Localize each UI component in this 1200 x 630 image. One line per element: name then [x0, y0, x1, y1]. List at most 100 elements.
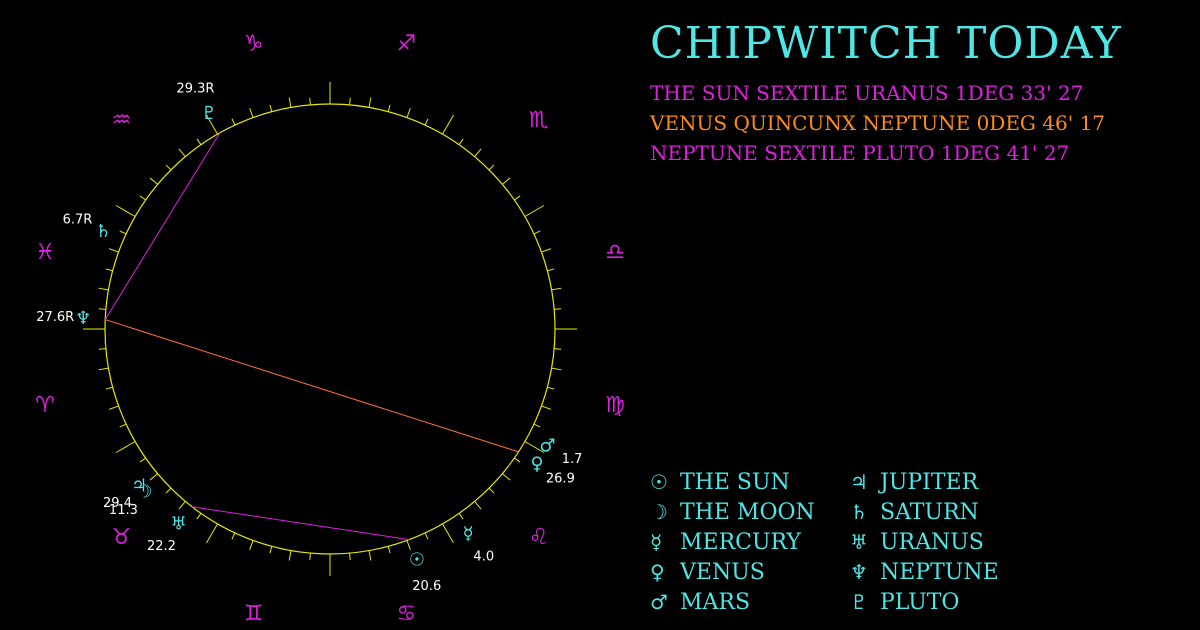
mercury-icon: ☿: [650, 530, 663, 554]
degree-tick: [249, 540, 254, 550]
sextile-aspect-line: [192, 506, 410, 541]
degree-tick: [269, 546, 273, 554]
mars-degree-label: 1.7: [562, 452, 583, 467]
degree-tick: [554, 308, 562, 310]
degree-tick: [98, 348, 106, 350]
degree-tick: [231, 118, 236, 126]
degree-tick: [98, 287, 109, 291]
legend-label: SATURN: [880, 500, 979, 525]
degree-tick: [105, 268, 113, 272]
degree-tick: [533, 423, 541, 428]
natal-wheel: ♈♉♊♋♌♍♎♏♐♑♒♓ ☉20.6☽11.3☿4.0♀26.9♂1.7♃29.…: [35, 32, 625, 627]
aquarius-icon: ♒: [112, 108, 132, 133]
degree-tick: [249, 108, 254, 118]
degree-tick: [502, 473, 511, 481]
quincunx-aspect-line: [105, 319, 519, 453]
degree-tick: [178, 501, 186, 510]
degree-tick: [368, 550, 372, 561]
degree-tick: [474, 148, 482, 157]
libra-icon: ♎: [605, 240, 625, 265]
legend-column-left: ☉THE SUN ☽THE MOON ☿MERCURY ♀VENUS ♂MARS: [650, 467, 815, 617]
degree-tick: [196, 513, 202, 520]
degree-tick: [551, 367, 562, 371]
degree-tick: [196, 138, 202, 145]
degree-tick: [206, 114, 218, 135]
legend-label: URANUS: [880, 530, 984, 555]
degree-tick: [551, 287, 562, 291]
degree-tick: [115, 205, 136, 217]
degree-tick: [387, 546, 391, 554]
degree-tick: [488, 487, 495, 494]
leo-icon: ♌: [529, 525, 549, 550]
uranus-icon: ♅: [850, 530, 868, 554]
degree-tick: [109, 405, 119, 410]
degree-tick: [547, 268, 555, 272]
degree-tick: [309, 97, 311, 105]
legend-item-mars: ♂MARS: [650, 587, 815, 617]
legend-item-saturn: ♄SATURN: [850, 497, 999, 527]
venus-icon: ♀: [650, 560, 665, 584]
zodiac-signs: ♈♉♊♋♌♍♎♏♐♑♒♓: [35, 32, 625, 627]
taurus-icon: ♉: [112, 525, 132, 550]
legend-column-right: ♃JUPITER ♄SATURN ♅URANUS ♆NEPTUNE ♇PLUTO: [850, 467, 999, 617]
pluto-degree-label: 29.3R: [176, 82, 214, 97]
degree-tick: [524, 205, 545, 217]
degree-tick: [541, 248, 551, 253]
degree-tick: [119, 423, 127, 428]
legend-label: THE MOON: [680, 500, 815, 525]
sun-degree-label: 20.6: [412, 579, 441, 594]
degree-tick: [474, 501, 482, 510]
legend-label: PLUTO: [880, 590, 960, 615]
degree-tick: [119, 230, 127, 235]
mars-icon: ♂: [539, 436, 555, 457]
degree-tick: [98, 308, 106, 310]
jupiter-icon: ♃: [131, 475, 147, 496]
degree-tick: [149, 177, 158, 185]
mercury-icon: ☿: [463, 523, 474, 544]
degree-ticks: [83, 82, 577, 576]
degree-tick: [349, 97, 351, 105]
legend-label: MERCURY: [680, 530, 801, 555]
degree-tick: [406, 540, 411, 550]
degree-tick: [424, 532, 429, 540]
scorpio-icon: ♏: [529, 108, 549, 133]
legend-item-sun: ☉THE SUN: [650, 467, 815, 497]
degree-tick: [206, 523, 218, 544]
aspect-item: THE SUN SEXTILE URANUS 1DEG 33' 27: [650, 81, 1084, 105]
legend-item-jupiter: ♃JUPITER: [850, 467, 999, 497]
uranus-degree-label: 22.2: [147, 539, 176, 554]
cancer-icon: ♋: [396, 601, 416, 626]
degree-tick: [424, 118, 429, 126]
degree-tick: [98, 367, 109, 371]
degree-tick: [547, 386, 555, 390]
neptune-icon: ♆: [75, 308, 91, 329]
legend-item-venus: ♀VENUS: [650, 557, 815, 587]
degree-tick: [368, 97, 372, 108]
degree-tick: [139, 457, 146, 463]
degree-tick: [458, 138, 464, 145]
degree-tick: [269, 104, 273, 112]
mercury-degree-label: 4.0: [473, 549, 494, 564]
degree-tick: [442, 114, 454, 135]
degree-tick: [524, 441, 545, 453]
legend-item-uranus: ♅ URANUS: [850, 527, 999, 557]
legend-label: THE SUN: [680, 470, 790, 495]
virgo-icon: ♍: [605, 393, 625, 418]
degree-tick: [288, 97, 292, 108]
degree-tick: [309, 553, 311, 561]
degree-tick: [105, 386, 113, 390]
neptune-icon: ♆: [850, 560, 868, 584]
degree-tick: [149, 473, 158, 481]
jupiter-degree-label: 29.4: [103, 496, 132, 511]
degree-tick: [406, 108, 411, 118]
page-title: CHIPWITCH TODAY: [650, 18, 1122, 69]
degree-tick: [139, 195, 146, 201]
degree-tick: [387, 104, 391, 112]
aspect-item: VENUS QUINCUNX NEPTUNE 0DEG 46' 17: [650, 111, 1106, 135]
degree-tick: [165, 164, 172, 171]
degree-tick: [288, 550, 292, 561]
moon-degree-label: 11.3: [109, 503, 138, 518]
degree-tick: [231, 532, 236, 540]
zodiac-circle: [104, 103, 556, 555]
degree-tick: [165, 487, 172, 494]
